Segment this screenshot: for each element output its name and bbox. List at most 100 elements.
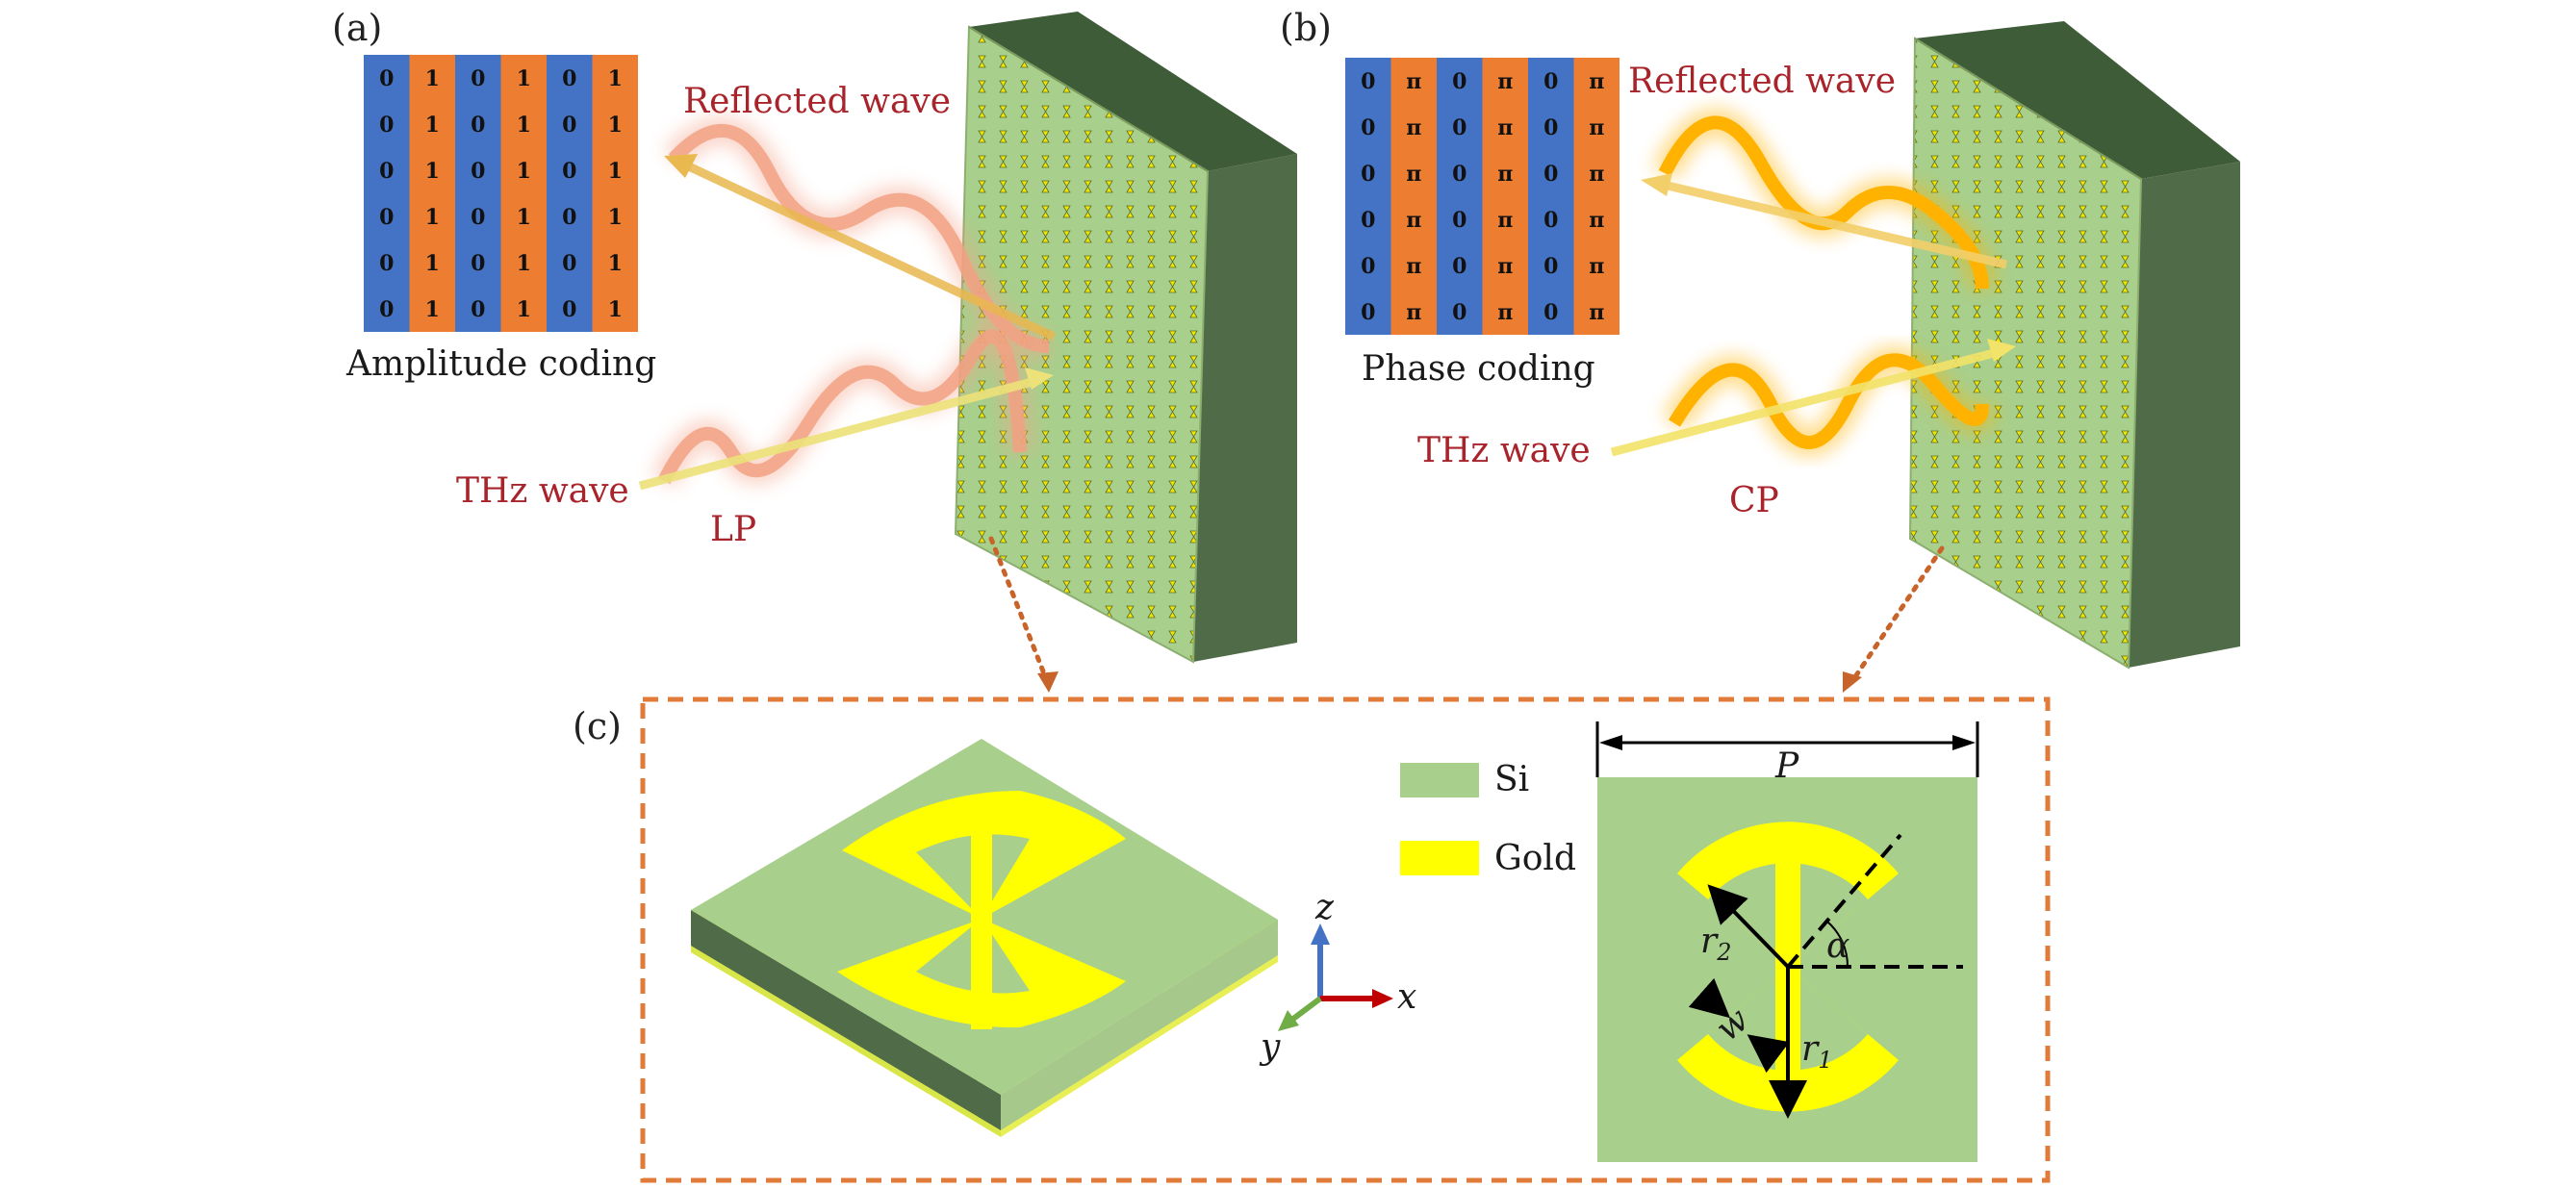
matrix-cell: 0 xyxy=(562,159,576,184)
inner-radius-label: r1 xyxy=(1801,1029,1833,1074)
legend-swatch-gold xyxy=(1400,841,1479,875)
matrix-cell: 0 xyxy=(1543,69,1558,94)
polarization-label-cp: CP xyxy=(1729,481,1779,520)
matrix-cell: 0 xyxy=(471,297,485,322)
matrix-column xyxy=(1528,58,1574,335)
matrix-cell: 0 xyxy=(1361,254,1375,279)
matrix-column xyxy=(1573,58,1620,335)
matrix-cell: 0 xyxy=(471,205,485,230)
matrix-cell: 1 xyxy=(425,205,440,230)
matrix-cell: π xyxy=(1589,300,1604,325)
matrix-cell: π xyxy=(1406,115,1421,140)
panel-c-label: (c) xyxy=(573,705,622,747)
polarization-label-lp: LP xyxy=(710,510,756,549)
matrix-column xyxy=(1345,58,1391,335)
matrix-cell: 1 xyxy=(608,297,623,322)
matrix-cell: π xyxy=(1589,208,1604,233)
matrix-cell: 1 xyxy=(517,251,531,276)
material-legend: Si Gold xyxy=(1400,760,1576,878)
matrix-column xyxy=(409,55,455,332)
matrix-cell: 0 xyxy=(1452,300,1467,325)
matrix-column xyxy=(547,55,593,332)
coordinate-axes: z x y xyxy=(1259,888,1416,1067)
matrix-cell: 0 xyxy=(471,159,485,184)
panel-a-label: (a) xyxy=(332,7,382,49)
matrix-cell: 1 xyxy=(517,113,531,138)
matrix-cell: 1 xyxy=(517,159,531,184)
matrix-cell: 0 xyxy=(379,66,394,91)
matrix-cell: 0 xyxy=(562,297,576,322)
matrix-cell: 0 xyxy=(379,297,394,322)
matrix-cell: π xyxy=(1406,300,1421,325)
matrix-cell: 1 xyxy=(425,66,440,91)
axis-x-label: x xyxy=(1397,977,1416,1017)
matrix-cell: 1 xyxy=(608,205,623,230)
matrix-cell: π xyxy=(1497,162,1513,187)
matrix-cell: π xyxy=(1406,254,1421,279)
outer-radius-label: r2 xyxy=(1700,922,1732,966)
panel-b-label: (b) xyxy=(1280,7,1332,49)
matrix-cell: 0 xyxy=(471,251,485,276)
angle-label: α xyxy=(1826,926,1849,966)
legend-swatch-si xyxy=(1400,763,1479,797)
matrix-column xyxy=(500,55,547,332)
matrix-cell: π xyxy=(1589,69,1604,94)
matrix-cell: 0 xyxy=(1452,162,1467,187)
matrix-cell: 0 xyxy=(1452,69,1467,94)
matrix-cell: 0 xyxy=(562,66,576,91)
matrix-cell: 0 xyxy=(379,159,394,184)
matrix-column xyxy=(455,55,501,332)
matrix-cell: 0 xyxy=(562,205,576,230)
matrix-cell: 0 xyxy=(379,251,394,276)
unit-cell-box xyxy=(640,696,2051,1183)
matrix-cell: 1 xyxy=(608,66,623,91)
legend-label-gold: Gold xyxy=(1494,839,1576,878)
thz-wave-label-a: THz wave xyxy=(456,471,629,511)
matrix-cell: 1 xyxy=(608,159,623,184)
matrix-column xyxy=(364,55,410,332)
matrix-cell: 0 xyxy=(1361,300,1375,325)
matrix-cell: 0 xyxy=(1543,254,1558,279)
matrix-cell: 1 xyxy=(608,251,623,276)
matrix-cell: π xyxy=(1589,162,1604,187)
matrix-cell: 0 xyxy=(379,113,394,138)
matrix-cell: π xyxy=(1406,208,1421,233)
matrix-cell: 0 xyxy=(1361,162,1375,187)
matrix-cell: 0 xyxy=(1543,208,1558,233)
matrix-cell: 0 xyxy=(1543,162,1558,187)
matrix-cell: π xyxy=(1497,300,1513,325)
matrix-cell: π xyxy=(1497,208,1513,233)
matrix-column xyxy=(1482,58,1528,335)
matrix-cell: 0 xyxy=(1361,69,1375,94)
matrix-cell: 0 xyxy=(1543,115,1558,140)
matrix-cell: 0 xyxy=(562,113,576,138)
matrix-cell: 0 xyxy=(471,66,485,91)
matrix-cell: π xyxy=(1497,69,1513,94)
axis-y-label: y xyxy=(1259,1027,1281,1067)
matrix-cell: 1 xyxy=(425,297,440,322)
matrix-column xyxy=(592,55,638,332)
axis-z-label: z xyxy=(1314,888,1335,927)
matrix-cell: 0 xyxy=(1452,115,1467,140)
reflected-wave-label-a: Reflected wave xyxy=(683,82,951,121)
matrix-cell: π xyxy=(1589,115,1604,140)
metasurface-slab-b xyxy=(1908,21,2240,670)
panel-c: (c) z x y xyxy=(573,696,2051,1183)
matrix-column xyxy=(1390,58,1437,335)
matrix-cell: 0 xyxy=(1361,208,1375,233)
matrix-cell: π xyxy=(1497,115,1513,140)
amplitude-coding-caption: Amplitude coding xyxy=(345,344,656,384)
matrix-cell: 0 xyxy=(1543,300,1558,325)
matrix-column xyxy=(1437,58,1483,335)
matrix-cell: 1 xyxy=(517,297,531,322)
unit-cell-top-view: P r2 r1 w α xyxy=(1595,721,1979,1162)
matrix-cell: 0 xyxy=(562,251,576,276)
matrix-cell: π xyxy=(1589,254,1604,279)
leader-arrows xyxy=(988,536,1945,693)
reflected-wave-a xyxy=(662,115,1056,361)
matrix-cell: 0 xyxy=(471,113,485,138)
incident-wave-a xyxy=(638,321,1054,491)
